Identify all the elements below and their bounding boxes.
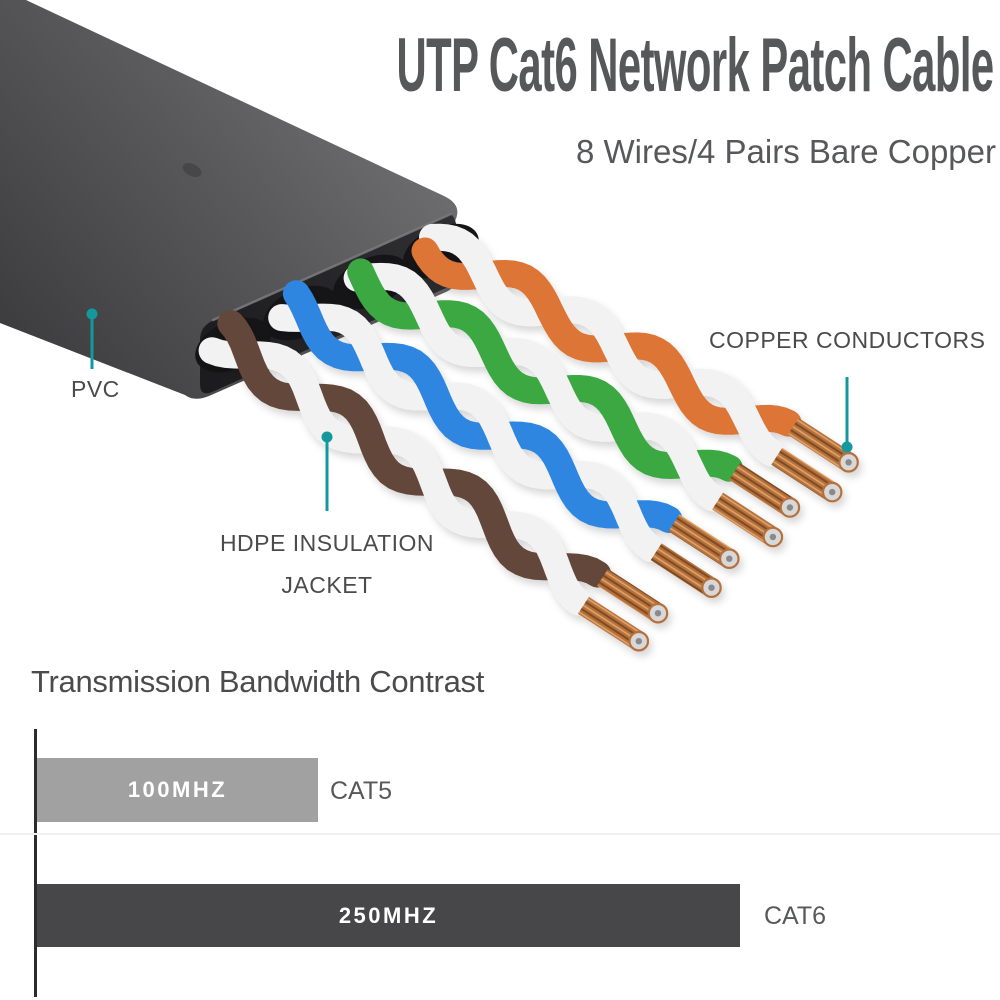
wire-white-overlap <box>355 262 721 509</box>
chart-y-axis <box>34 729 37 997</box>
wire-end-hole <box>829 488 836 496</box>
copper-conductor-tip-white <box>577 596 645 650</box>
wire-white-overlap <box>280 303 660 560</box>
bar-category-label-cat5: CAT5 <box>330 777 393 805</box>
chart-title: Transmission Bandwidth Contrast <box>31 664 485 699</box>
copper-conductor-tip-white <box>712 492 779 546</box>
copper-conductor-tip-white <box>650 543 717 597</box>
chart-separator-line <box>0 833 1000 835</box>
wire-blue <box>282 280 683 533</box>
callout-label-hdpe-insulation: HDPE INSULATION <box>219 530 435 556</box>
bar-value-label-cat5: 100MHZ <box>127 777 228 802</box>
callout-label-hdpe-jacket: JACKET <box>281 572 373 598</box>
copper-callout-dot <box>841 441 853 453</box>
wire-end-hole <box>845 459 852 466</box>
cable-illustration <box>0 0 859 652</box>
twisted-pairs-layer <box>198 223 859 652</box>
bar-cat5: 100MHZ <box>37 758 318 822</box>
page-title: UTP Cat6 Network Patch Cable <box>396 23 995 108</box>
copper-conductor-tip-orange <box>787 418 855 471</box>
copper-conductor-tip-brown <box>597 568 664 622</box>
wire-end-hole <box>769 533 777 541</box>
wire-end-hole <box>654 610 662 617</box>
cable-rim-highlight <box>211 212 453 322</box>
twisted-pair-green <box>343 258 801 548</box>
wire-white-overlap <box>432 223 780 464</box>
wire-end-hole <box>708 584 715 591</box>
callout-label-pvc: PVC <box>71 376 120 402</box>
page-subtitle: 8 Wires/4 Pairs Bare Copper <box>576 133 996 170</box>
wire-end-hole <box>726 555 733 562</box>
bar-cat6: 250MHZ <box>37 884 740 947</box>
wire-brown <box>217 310 612 588</box>
wire-end-hole <box>635 638 642 645</box>
hdpe-callout-dot <box>321 431 333 443</box>
bar-category-label-cat6: CAT6 <box>764 902 827 930</box>
twisted-pair-blue <box>268 280 740 598</box>
copper-conductor-tip-white <box>771 447 838 501</box>
copper-conductor-tip-green <box>729 463 796 516</box>
bar-value-label-cat6: 250MHZ <box>338 902 439 928</box>
twisted-pair-brown <box>198 310 669 652</box>
twisted-pair-orange <box>411 223 859 503</box>
wire-end-hole <box>786 504 794 511</box>
jacket-blemish <box>182 163 202 177</box>
wire-white-overlap <box>207 337 588 613</box>
callout-label-copper-conductors: COPPER CONDUCTORS <box>709 327 986 353</box>
pvc-callout-dot <box>86 308 98 320</box>
copper-conductor-tip-blue <box>668 514 735 568</box>
